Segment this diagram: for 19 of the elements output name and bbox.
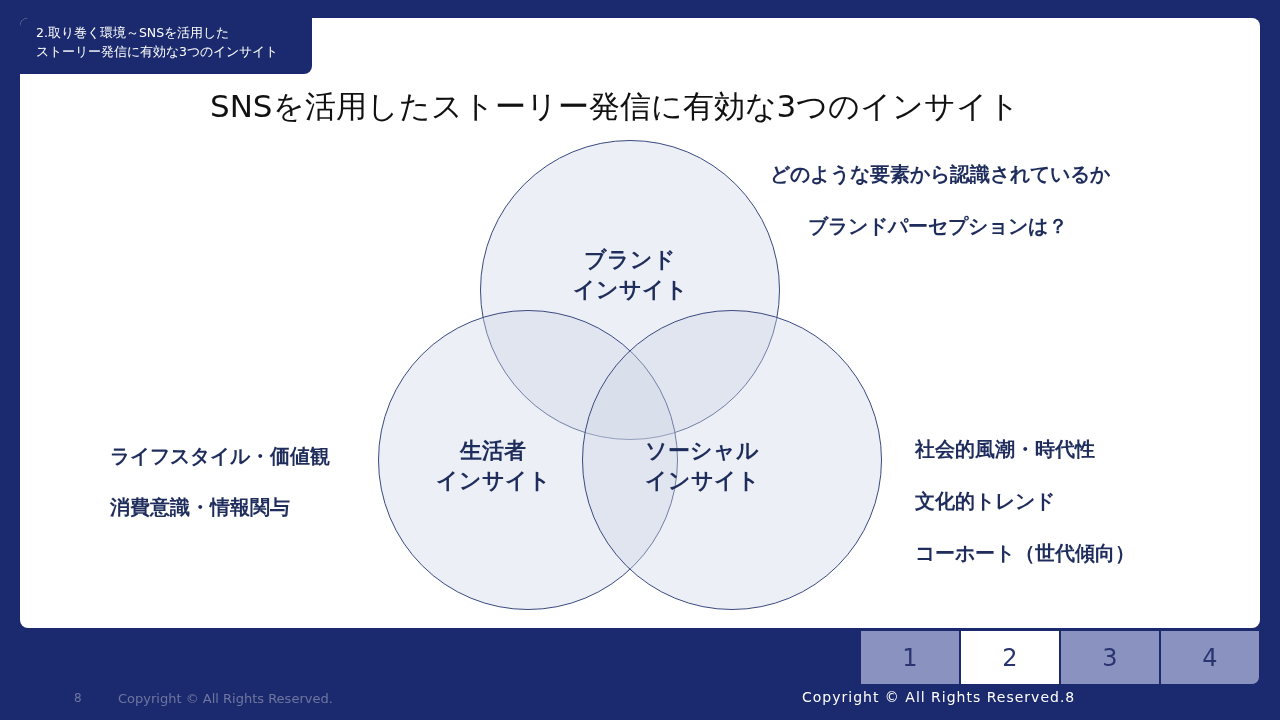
copyright-text: Copyright © All Rights Reserved.8 (802, 689, 1076, 705)
section-heading: 2.取り巻く環境～SNSを活用したストーリー発信に有効な3つのインサイト (36, 24, 278, 61)
annotation-text: コーホート（世代傾向） (915, 540, 1135, 567)
page-tab: 4 (1160, 630, 1260, 685)
annotation-text: ライフスタイル・価値観 (110, 443, 330, 470)
annotation-text: 社会的風潮・時代性 (915, 436, 1095, 463)
page-tab: 1 (860, 630, 960, 685)
circle-label: 生活者インサイト (434, 437, 552, 495)
circle-label: ブランドインサイト (571, 246, 689, 304)
slide-title: SNSを活用したストーリー発信に有効な3つのインサイト (210, 87, 1021, 126)
page-tab: 2 (960, 630, 1060, 685)
copyright-text: Copyright © All Rights Reserved. (118, 691, 333, 706)
annotation-text: どのような要素から認識されているか (770, 161, 1110, 188)
page-tab: 3 (1060, 630, 1160, 685)
page-number: 8 (74, 691, 82, 705)
annotation-text: 消費意識・情報関与 (110, 494, 290, 521)
annotation-text: 文化的トレンド (915, 488, 1055, 515)
annotation-text: ブランドパーセプションは？ (808, 213, 1068, 240)
circle-label: ソーシャルインサイト (643, 437, 761, 495)
